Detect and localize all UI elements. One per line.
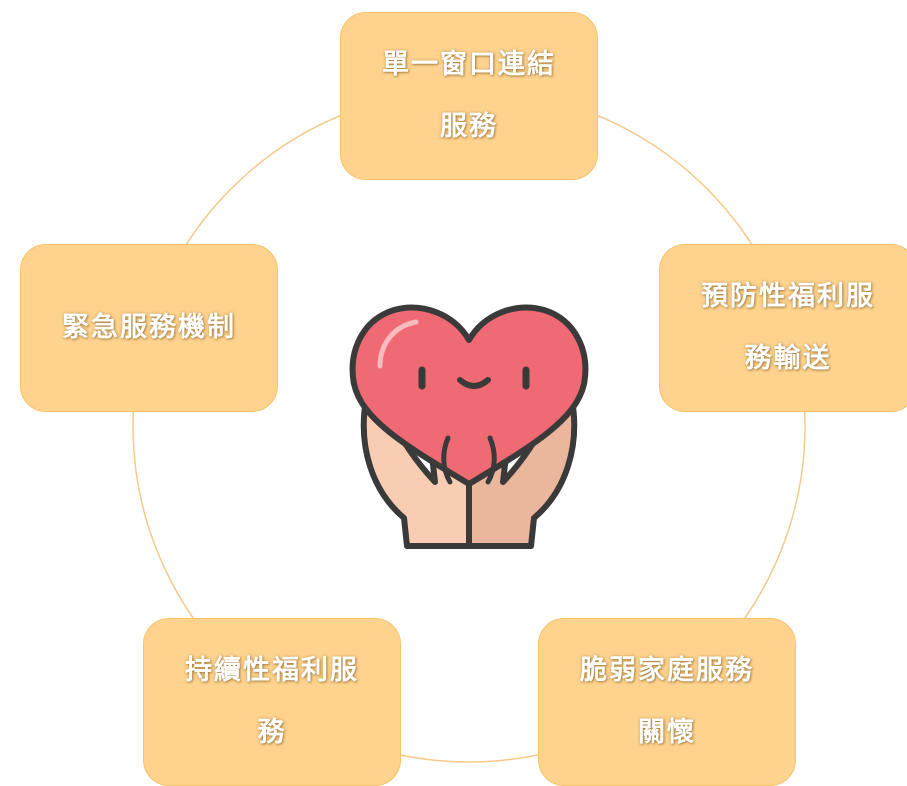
- node-label-line1: 脆弱家庭服務: [580, 655, 754, 686]
- node-single-window-service: 單一窗口連結 服務: [340, 12, 598, 180]
- node-emergency-service-mechanism: 緊急服務機制: [20, 244, 278, 412]
- node-label-line1: 預防性福利服: [701, 281, 875, 312]
- node-label-line1: 緊急服務機制: [62, 312, 236, 343]
- node-vulnerable-family-care: 脆弱家庭服務 關懷: [538, 618, 796, 786]
- node-label-line1: 持續性福利服: [185, 655, 359, 686]
- node-label-line2: 關懷: [638, 717, 696, 748]
- node-continuous-welfare-service: 持續性福利服 務: [143, 618, 401, 786]
- node-label-line2: 服務: [440, 111, 498, 142]
- heart-in-hands-icon: [349, 304, 589, 549]
- node-label-line1: 單一窗口連結: [382, 49, 556, 80]
- node-label-line2: 務輸送: [744, 343, 832, 374]
- node-preventive-welfare-delivery: 預防性福利服 務輸送: [659, 244, 907, 412]
- node-label-line2: 務: [257, 717, 287, 748]
